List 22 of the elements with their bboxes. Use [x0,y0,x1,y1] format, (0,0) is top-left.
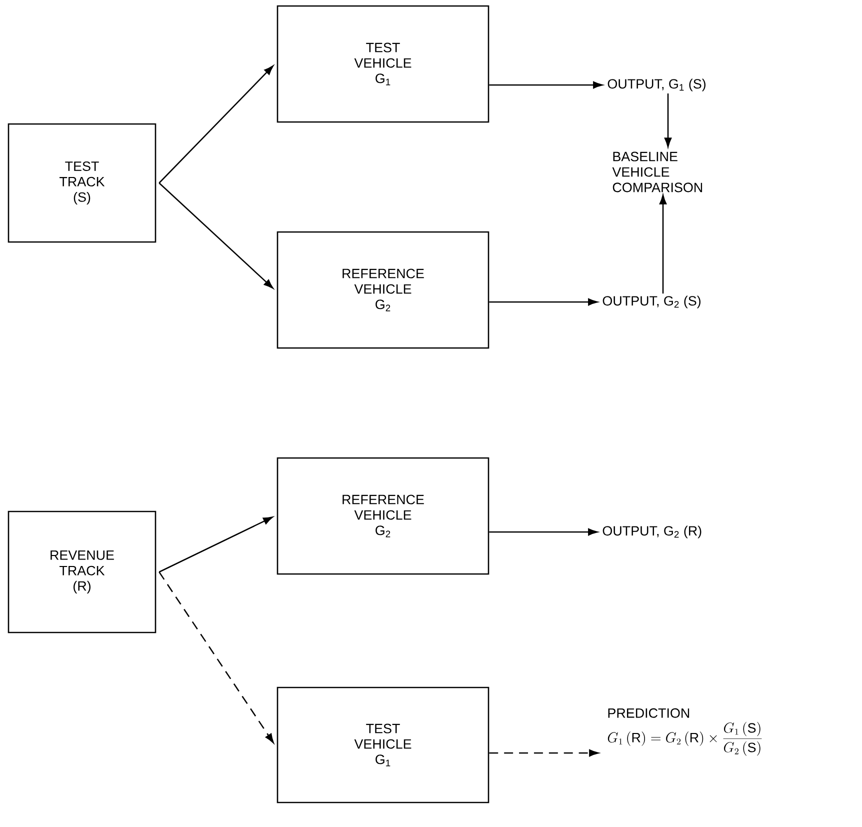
arrow [158,66,274,184]
process-box: TEST VEHICLE G$_{1}$ [276,686,490,804]
arrow [158,182,274,289]
arrow [664,93,672,148]
arrow [489,81,603,89]
arrow [158,516,273,573]
arrow [489,298,598,306]
process-box: TEST VEHICLE G$_{1}$ [276,5,490,123]
arrow [489,528,598,536]
process-box: REFERENCE VEHICLE G$_{2}$ [276,457,490,575]
process-box: TEST TRACK (S) [8,123,156,243]
process-box: REFERENCE VEHICLE G$_{2}$ [276,231,490,349]
process-box: REVENUE TRACK (R) [8,510,156,634]
formula: $G_{1}\,(\mathrm{R}) = G_{2}\,(\mathrm{R}) \times \frac{G_{1}\,(\mathrm{S})}{G_{2}\,(\mathrm{S})}$ [608,722,762,756]
arrow [489,749,599,757]
arrow [659,194,667,294]
output-label: OUTPUT, G$_{2}$ (S) [602,296,700,308]
comparison-label: BASELINE VEHICLE COMPARISON [612,152,702,192]
output-label: OUTPUT, G$_{1}$ (S) [608,78,706,92]
arrow [158,572,274,744]
output-label: OUTPUT, G$_{2}$ (R) [602,526,702,538]
heading: PREDICTION [608,708,690,718]
